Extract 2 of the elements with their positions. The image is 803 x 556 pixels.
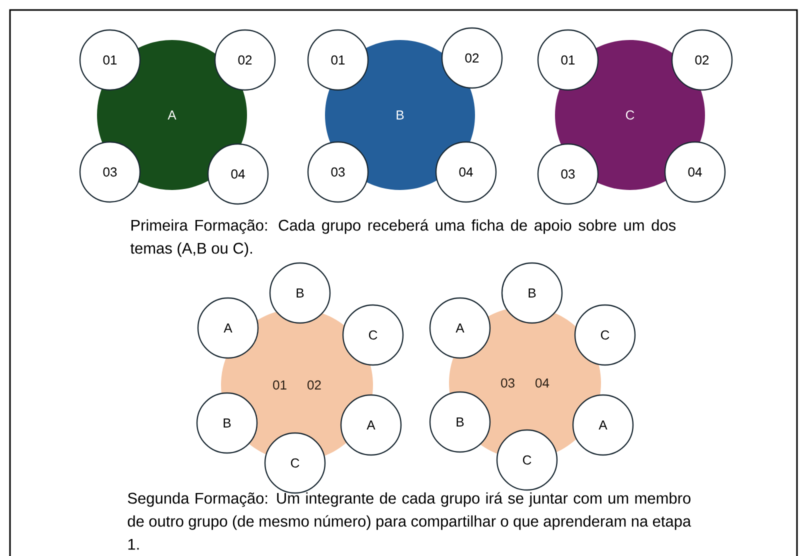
paragraph: Primeira Formação: Cada grupo receberá uma ficha de apoio sobre um dos temas (A,B ou C).	[130, 219, 676, 257]
paragraph: Segunda Formação: Um integrante de cada grupo irá se juntar com um membro de outro grupo (de mesmo número) para compartilhar o que aprenderam na etapa 1.	[128, 492, 692, 550]
